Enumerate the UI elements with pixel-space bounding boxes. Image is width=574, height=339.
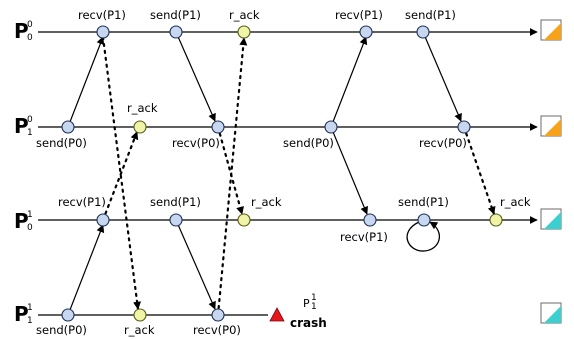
document-teal-icon (540, 208, 562, 230)
event-label: recv(P1) (335, 8, 383, 22)
event-node (324, 120, 338, 134)
self-loop (406, 221, 440, 252)
svg-text:P: P (14, 19, 29, 43)
event-node (169, 25, 183, 39)
ack-p01-to-p10 (216, 125, 244, 216)
svg-text:1: 1 (27, 128, 33, 138)
msg-p10-to-p11-1 (175, 219, 216, 310)
event-label: r_ack (500, 195, 531, 209)
document-teal-icon (540, 302, 562, 324)
event-label: send(P1) (405, 8, 456, 22)
svg-text:1: 1 (27, 316, 33, 326)
svg-text:crash: crash (290, 316, 327, 330)
event-node (416, 25, 430, 39)
event-label: send(P0) (36, 136, 87, 150)
event-label: recv(P1) (78, 8, 126, 22)
svg-text:P: P (14, 209, 29, 233)
event-label: r_ack (127, 101, 158, 115)
event-node (96, 25, 110, 39)
process-label-p11: P 1 1 (14, 302, 33, 326)
event-label: recv(P1) (340, 230, 388, 244)
event-label: send(P0) (283, 136, 334, 150)
svg-text:1: 1 (311, 293, 317, 303)
event-label: recv(P0) (193, 323, 241, 337)
svg-text:0: 0 (27, 223, 33, 233)
event-node (61, 308, 75, 322)
svg-text:P: P (14, 114, 29, 138)
event-node (169, 213, 183, 227)
process-label-p10: P 1 0 (14, 209, 33, 233)
document-orange-icon (540, 115, 562, 137)
event-label: r_ack (251, 195, 282, 209)
ack-node (489, 213, 503, 227)
svg-text:P: P (303, 297, 310, 310)
svg-text:1: 1 (27, 303, 33, 313)
crash-triangle-icon (269, 307, 285, 322)
document-orange-icon (540, 19, 562, 41)
msg-p00-to-p01-2 (422, 31, 462, 122)
svg-text:0: 0 (27, 33, 33, 43)
ack-node (133, 120, 147, 134)
event-label: send(P1) (150, 8, 201, 22)
ack-node (237, 25, 251, 39)
svg-text:1: 1 (311, 302, 317, 312)
event-label: send(P0) (36, 323, 87, 337)
ack-node (133, 308, 147, 322)
event-node (61, 120, 75, 134)
ack-node (237, 213, 251, 227)
event-node (457, 120, 471, 134)
svg-text:P: P (14, 302, 29, 326)
ack-p01-to-p10-2 (462, 125, 496, 216)
event-node (211, 308, 225, 322)
event-node (359, 25, 373, 39)
process-label-p01: P 0 1 (14, 114, 33, 138)
msg-p01-to-p10-1 (330, 126, 368, 215)
svg-text:0: 0 (27, 20, 33, 30)
event-label: send(P1) (398, 195, 449, 209)
process-label-p00: P 0 0 (14, 19, 33, 43)
msg-p11-to-p10-1 (67, 224, 105, 316)
crash-label: P 1 1 crash (290, 293, 327, 330)
svg-text:0: 0 (27, 115, 33, 125)
msg-p01-to-p00-2 (330, 36, 368, 128)
event-label: r_ack (124, 323, 155, 337)
msg-p00-to-p01-1 (175, 31, 216, 122)
event-node (211, 120, 225, 134)
svg-text:1: 1 (27, 210, 33, 220)
event-label: recv(P1) (58, 195, 106, 209)
event-node (96, 213, 110, 227)
event-node (363, 213, 377, 227)
msg-p01-to-p00-1 (67, 36, 105, 128)
ack-p10-to-p01 (101, 130, 139, 222)
ack-p11-to-p00 (216, 36, 248, 317)
event-label: send(P1) (150, 195, 201, 209)
event-label: r_ack (229, 8, 260, 22)
event-node (417, 213, 431, 227)
event-label: recv(P0) (419, 136, 467, 150)
event-label: recv(P0) (172, 136, 220, 150)
